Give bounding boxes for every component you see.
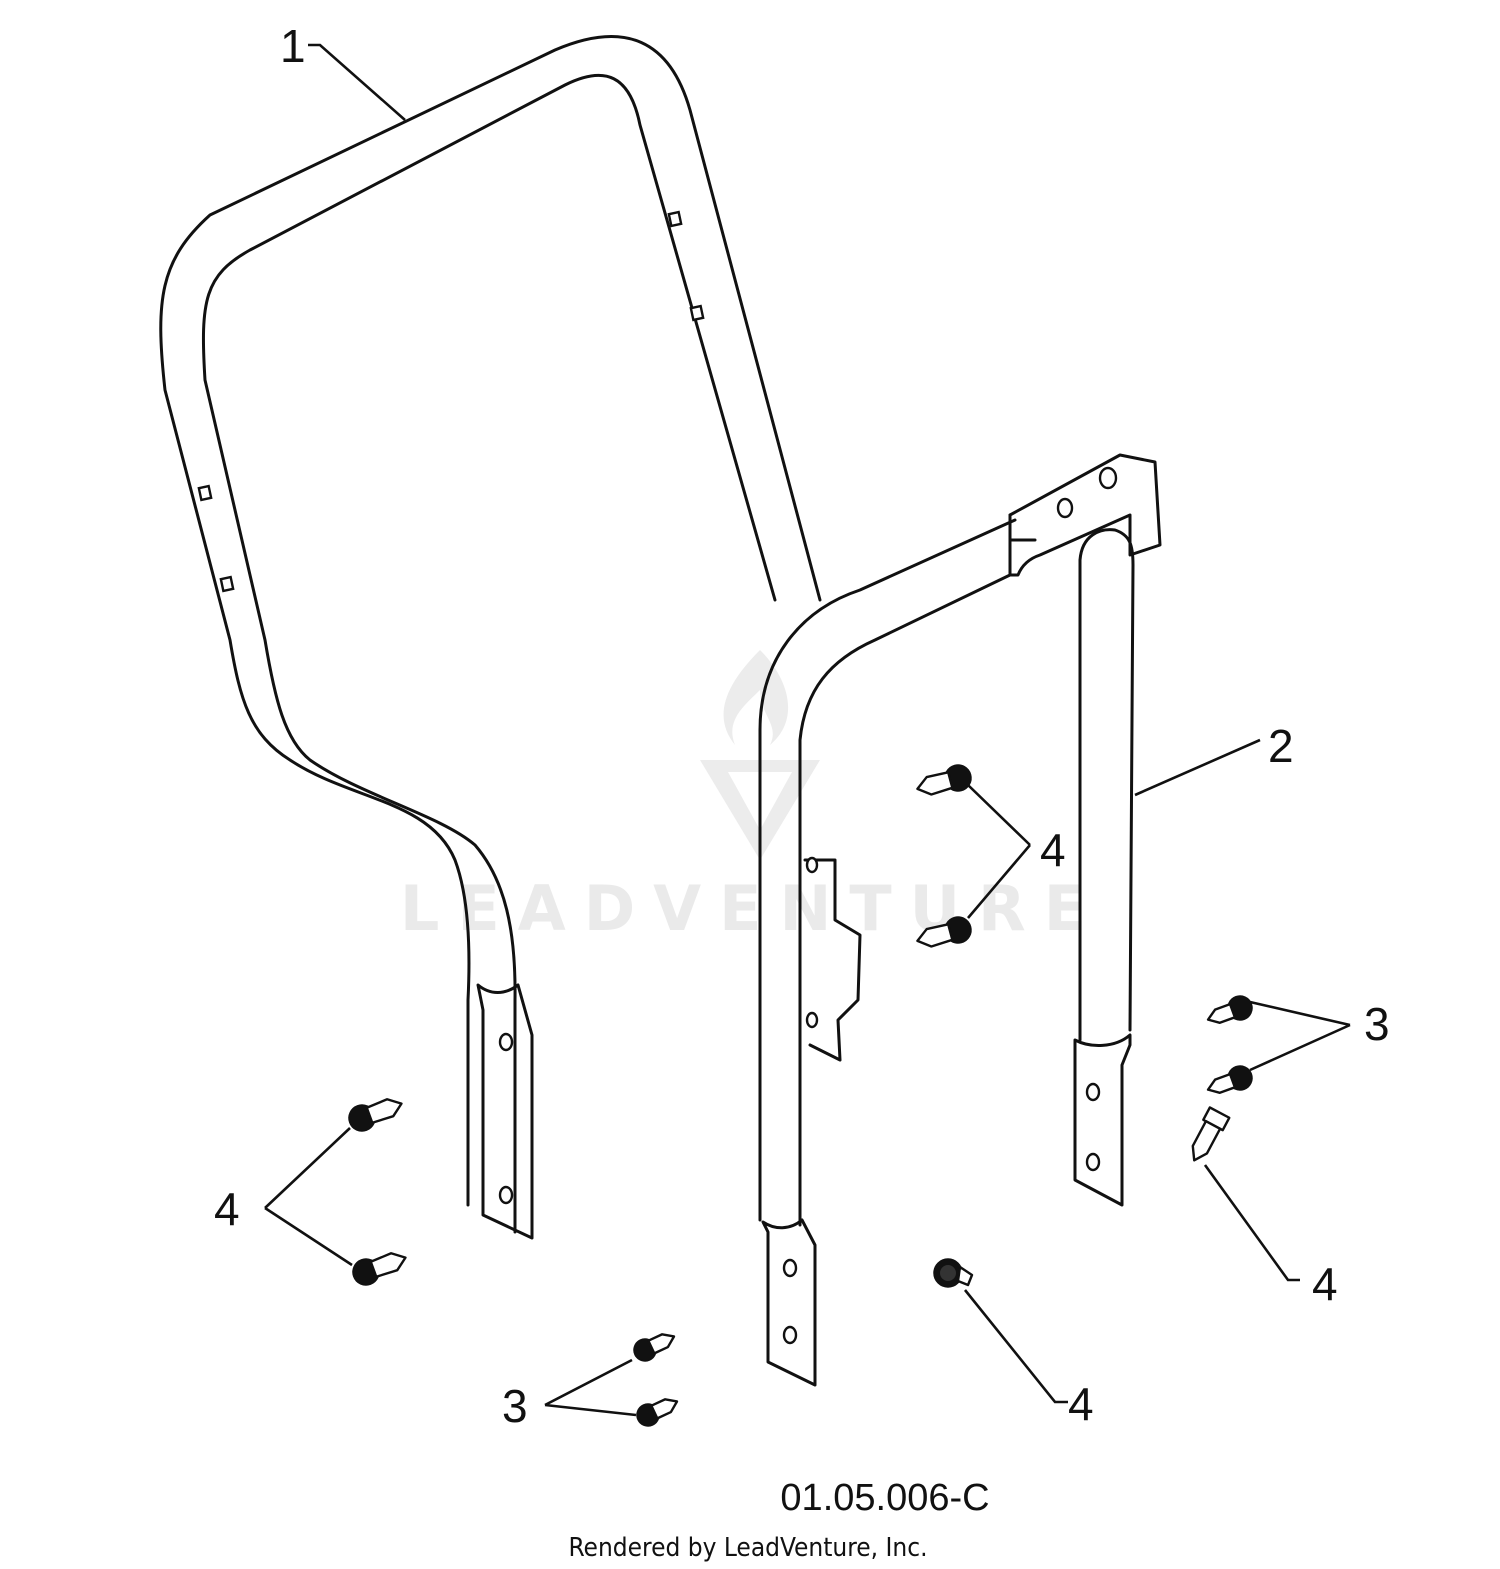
fastener-bolt-icon — [916, 764, 972, 796]
part-1-tab-hole-top — [498, 1032, 514, 1052]
watermark-flame-icon — [723, 650, 789, 745]
part-1-frame — [159, 35, 822, 1240]
fastener-bolt-icon — [352, 1252, 407, 1286]
part-1-tab-hole-bottom — [498, 1185, 514, 1205]
part-2-left-tab-hole-top — [782, 1258, 798, 1278]
part-2-right-tab-hole-bottom — [1085, 1152, 1101, 1172]
callout-part-3-bottom: 3 — [502, 1380, 528, 1432]
fastener-screw-icon — [1206, 1065, 1253, 1094]
callout-part-4-center: 4 — [1040, 824, 1066, 876]
watermark: LEADVENTURE — [400, 650, 1104, 945]
fastener-nut-icon — [933, 1258, 974, 1288]
watermark-text: LEADVENTURE — [400, 872, 1104, 945]
part-2-right-tab-hole-top — [1085, 1082, 1101, 1102]
fastener-screw-icon — [1206, 995, 1253, 1024]
callout-part-3-right: 3 — [1364, 998, 1390, 1050]
callout-part-2: 2 — [1268, 720, 1294, 772]
part-2-bracket-stud-1 — [1056, 497, 1074, 519]
callout-part-4-right: 4 — [1312, 1258, 1338, 1310]
fastener-bolt-icon — [916, 916, 972, 948]
leader-lines — [264, 43, 1351, 1417]
fastener-screw-icon — [633, 1333, 676, 1362]
drawing-code: 01.05.006-C — [780, 1477, 989, 1519]
part-2-bracket-stud-2 — [1098, 466, 1118, 490]
fastener-bolt-icon — [348, 1098, 403, 1132]
part-2-frame — [758, 453, 1162, 1387]
fastener-bolt-icon — [1191, 1106, 1231, 1162]
callout-part-1: 1 — [280, 20, 306, 72]
callout-part-4-bottom: 4 — [1068, 1378, 1094, 1430]
fastener-screw-icon — [636, 1398, 679, 1427]
watermark-v-icon — [700, 760, 820, 860]
callout-part-4-left: 4 — [214, 1183, 240, 1235]
credit-line: Rendered by LeadVenture, Inc. — [568, 1533, 927, 1563]
part-2-left-tab-hole-bottom — [782, 1325, 798, 1345]
